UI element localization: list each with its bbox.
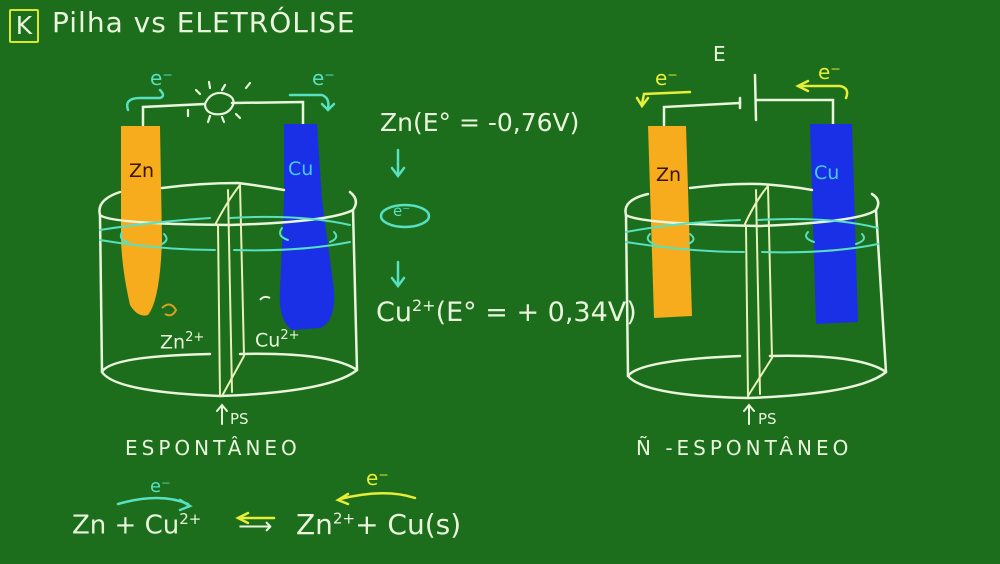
ps-arrow-eletrolise <box>743 403 755 425</box>
pilha-caption: ESPONTÂNEO <box>125 436 301 460</box>
pilha-electron-arrows <box>126 88 336 112</box>
equation-electron-forward: e⁻ <box>150 476 171 497</box>
eletrolise-circuit <box>662 73 835 127</box>
copper-electrode-label-pilha: Cu <box>288 158 314 180</box>
porous-separator-pilha <box>214 182 246 397</box>
zinc-potential: Zn(E° = -0,76V) <box>380 108 580 137</box>
page-title: Pilha vs ELETRÓLISE <box>52 6 356 39</box>
potential-arrows <box>379 148 431 289</box>
zinc-ion-label: Zn2+ <box>160 330 205 354</box>
copper-electrode-pilha <box>279 124 335 330</box>
ps-arrow-pilha <box>216 403 228 425</box>
electron-circle-label: e⁻ <box>393 202 411 220</box>
reaction-rhs: Zn2++ Cu(s) <box>296 508 462 541</box>
ps-label-pilha: PS <box>230 410 249 428</box>
equation-electron-arrows <box>116 492 417 525</box>
zinc-electrode-label-pilha: Zn <box>129 160 155 182</box>
zinc-electrode-pilha <box>121 126 162 316</box>
porous-separator-eletrolise <box>743 183 774 397</box>
copper-electrode-label-eletrolise: Cu <box>814 162 840 184</box>
beaker-eletrolise <box>624 182 888 400</box>
reaction-arrow: ⟶ <box>238 512 273 540</box>
light-bulb-icon <box>186 80 252 124</box>
solution-level-eletrolise <box>625 218 879 254</box>
logo-badge: K <box>9 9 39 43</box>
zinc-electrode-label-eletrolise: Zn <box>656 164 682 186</box>
eletrolise-electron-left-label: e⁻ <box>655 66 678 90</box>
equation-electron-reverse: e⁻ <box>366 466 389 490</box>
pilha-electron-left-label: e⁻ <box>150 66 173 90</box>
copper-electrode-eletrolise <box>810 124 858 324</box>
power-source-label: E <box>713 42 726 66</box>
reaction-lhs: Zn + Cu2+ <box>72 510 202 541</box>
copper-ion-label: Cu2+ <box>255 328 300 352</box>
pilha-circuit <box>141 100 305 127</box>
eletrolise-electron-arrows <box>635 79 849 109</box>
logo-letter: K <box>15 11 33 40</box>
eletrolise-electron-right-label: e⁻ <box>818 60 841 84</box>
copper-potential: Cu2+(E° = + 0,34V) <box>376 296 637 328</box>
eletrolise-caption: Ñ -ESPONTÂNEO <box>636 436 853 460</box>
pilha-electron-right-label: e⁻ <box>312 66 335 90</box>
ps-label-eletrolise: PS <box>758 410 777 428</box>
solution-level-pilha <box>99 215 351 252</box>
